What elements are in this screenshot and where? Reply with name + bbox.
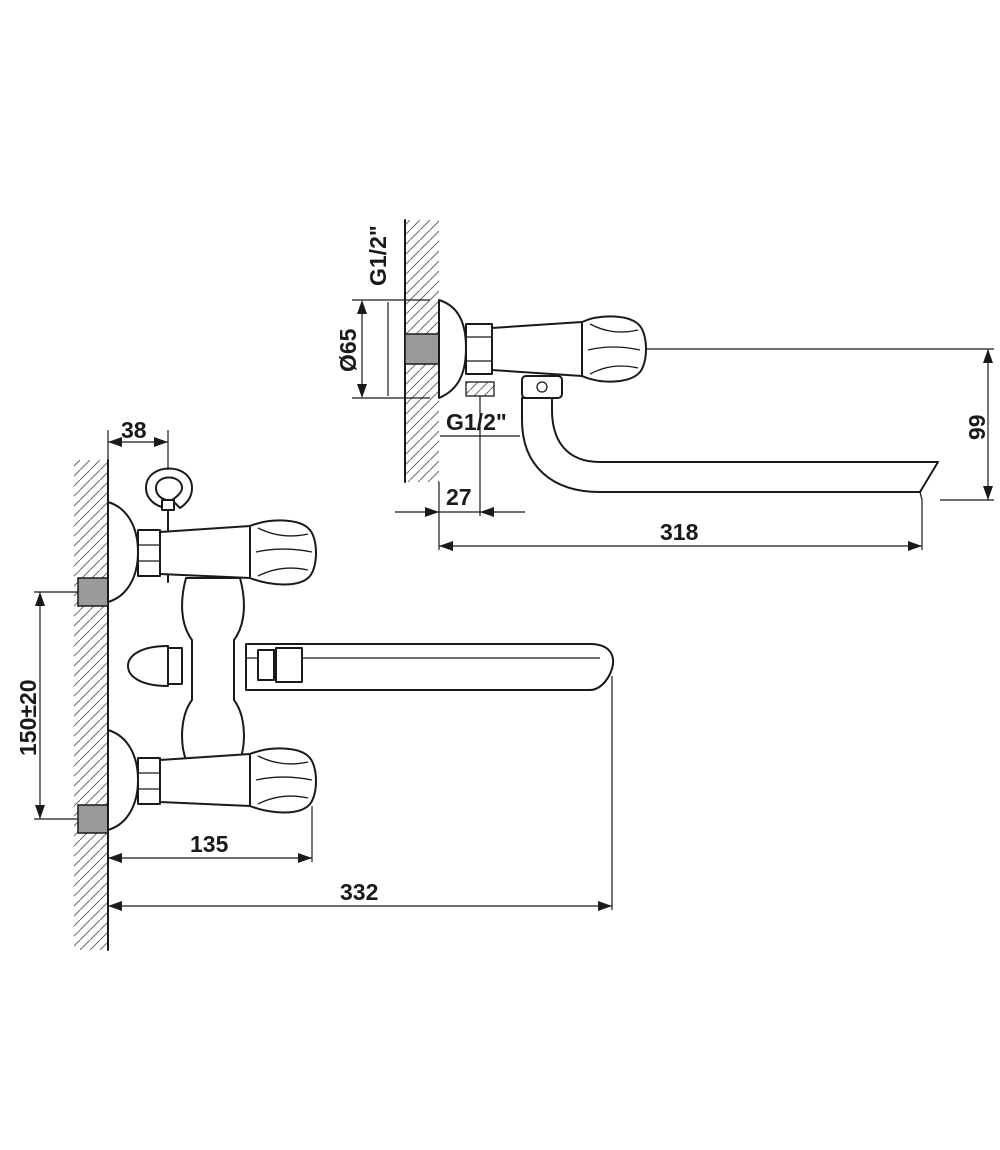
dim-side-inlet-thread: G1/2" — [446, 409, 507, 435]
front-view: 38 150±20 135 332 — [15, 417, 615, 951]
dim-front-inlet-spacing: 150±20 — [15, 679, 41, 756]
dim-side-offset: 27 — [446, 484, 472, 510]
front-view-central-body — [181, 577, 245, 761]
front-view-upper-valve — [159, 525, 251, 579]
dim-side-flange-diameter: Ø65 — [335, 328, 361, 372]
dim-side-spout-height: 99 — [964, 414, 990, 440]
front-view-lower-flange — [107, 729, 139, 831]
side-view-shower-outlet — [465, 381, 495, 397]
side-view-valve-body — [491, 321, 583, 377]
side-view-handle — [581, 315, 647, 383]
front-view-upper-flange — [107, 501, 139, 603]
front-view-upper-nut — [137, 529, 161, 577]
dim-side-wall-thread: G1/2" — [365, 225, 391, 286]
front-view-lower-valve — [159, 753, 251, 807]
side-view-nut — [465, 323, 493, 375]
front-view-wall-hatch — [74, 460, 108, 950]
side-view-diverter — [521, 375, 563, 399]
dim-front-holder-width: 38 — [121, 417, 147, 443]
front-view-diverter-knob — [127, 645, 169, 687]
front-view-upper-fitting — [77, 577, 109, 607]
side-view: G1/2" Ø65 G1/2" 27 318 99 — [335, 219, 994, 551]
front-view-lower-fitting — [77, 804, 109, 834]
front-view-lower-nut — [137, 757, 161, 805]
side-view-flange — [438, 299, 467, 399]
side-view-spout — [521, 397, 939, 493]
dim-front-spout-projection: 332 — [340, 879, 378, 905]
dim-side-spout-length: 318 — [660, 519, 699, 545]
front-view-spout — [245, 643, 615, 691]
side-view-eccentric-fitting — [404, 333, 440, 365]
dim-front-handle-projection: 135 — [190, 831, 229, 857]
